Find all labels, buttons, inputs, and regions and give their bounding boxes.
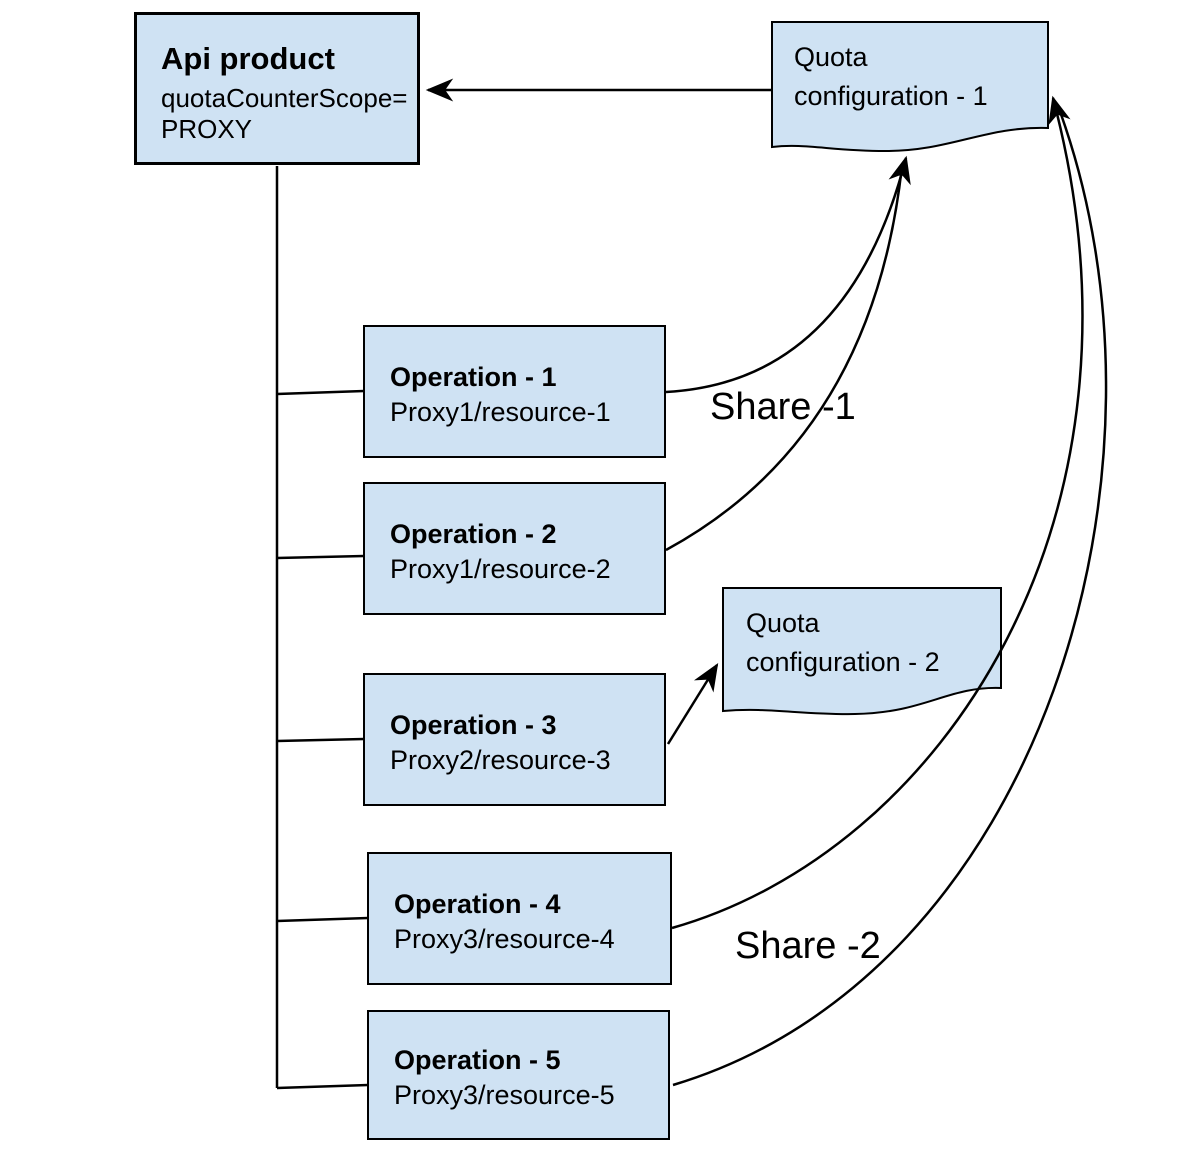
quota-config-2-line1: Quota [746, 608, 820, 638]
operation-5-path: Proxy3/resource-5 [394, 1080, 615, 1110]
quota-config-1-line2: configuration - 1 [794, 81, 988, 111]
branch-operation-2 [276, 554, 365, 560]
quota-config-2-label: Quota configuration - 2 [746, 604, 940, 682]
connector-op3-to-qc2 [666, 663, 719, 745]
quota-config-1-shape [771, 21, 1049, 153]
operation-2-path: Proxy1/resource-2 [390, 553, 611, 584]
quota-config-2-shape [722, 587, 1002, 716]
api-product-attr-line2: PROXY [161, 114, 253, 144]
operation-3-title: Operation - 3 [390, 709, 557, 740]
api-product-node: Api product quotaCounterScope= PROXY [134, 12, 420, 165]
operation-2-title: Operation - 2 [390, 518, 557, 549]
quota-config-1-line1: Quota [794, 42, 868, 72]
connector-op4-to-qc1 [671, 95, 1084, 930]
branch-operation-4 [276, 916, 369, 923]
operation-2-node: Operation - 2 Proxy1/resource-2 [363, 482, 666, 615]
quota-config-2-line2: configuration - 2 [746, 647, 940, 677]
operation-4-title: Operation - 4 [394, 888, 561, 919]
branch-operation-5 [276, 1083, 369, 1090]
share-1-label: Share -1 [710, 386, 856, 428]
branch-operation-3 [276, 737, 365, 743]
api-product-title: Api product [161, 41, 335, 76]
operation-3-path: Proxy2/resource-3 [390, 744, 611, 775]
operation-5-title: Operation - 5 [394, 1045, 561, 1075]
operation-4-path: Proxy3/resource-4 [394, 923, 615, 954]
operation-4-node: Operation - 4 Proxy3/resource-4 [367, 852, 672, 985]
operation-5-node: Operation - 5 Proxy3/resource-5 [367, 1010, 670, 1140]
api-product-attr-line1: quotaCounterScope= [161, 83, 408, 113]
operation-3-node: Operation - 3 Proxy2/resource-3 [363, 673, 666, 806]
share-2-label: Share -2 [735, 925, 881, 967]
branch-operation-1 [276, 389, 365, 396]
connector-op1-to-qc1 [665, 155, 911, 394]
connector-op5-to-qc1 [672, 105, 1108, 1087]
operation-1-node: Operation - 1 Proxy1/resource-1 [363, 325, 666, 458]
operation-1-path: Proxy1/resource-1 [390, 396, 611, 427]
operation-1-title: Operation - 1 [390, 361, 557, 392]
quota-config-1-label: Quota configuration - 1 [794, 38, 988, 116]
connector-op2-to-qc1 [665, 165, 904, 552]
